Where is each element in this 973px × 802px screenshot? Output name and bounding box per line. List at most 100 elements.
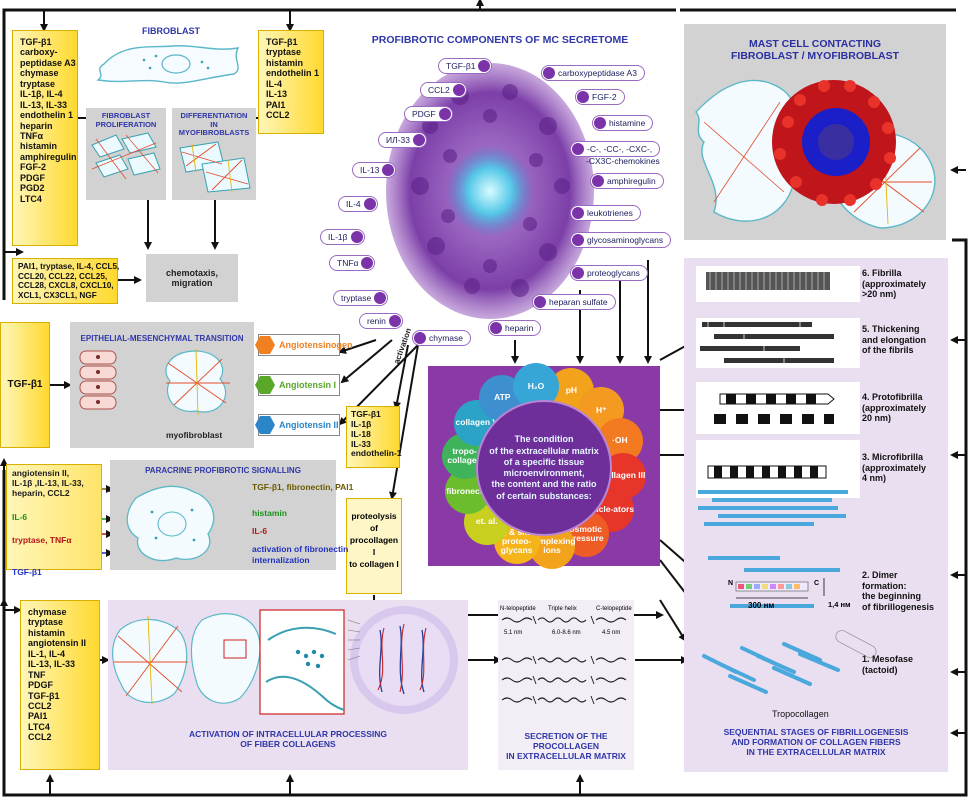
hexagon-icon	[255, 376, 275, 394]
top-right-item: endothelin 1	[266, 68, 320, 79]
cytokine-item: IL-33	[351, 438, 371, 449]
bottom-left-item: PDGF	[28, 680, 54, 691]
bottom-left-item: TNF	[28, 669, 46, 680]
top-left-item: TNFα	[20, 130, 44, 141]
stage-label: 6. Fibrilla(approximately>20 nm)	[862, 268, 926, 300]
secretome-pill-right: -CX3C-chemokines	[570, 154, 667, 170]
stage-label-line: (approximately	[862, 402, 927, 413]
ecm-petal-label: ·OH	[612, 435, 628, 446]
angiotensin-tag: Angiotensin I	[255, 374, 340, 396]
emt-title: EPITHELIAL-MESENCHYMAL TRANSITION	[80, 334, 244, 343]
intracellular-processing-illustration	[112, 606, 458, 715]
ecm-petal-label: collagen III	[601, 470, 646, 481]
secretome-pill-label: IL-4	[346, 199, 361, 209]
myofibroblast-illustration	[179, 141, 251, 193]
ecm-petal-label: et. al.	[475, 516, 498, 527]
fibrillogenesis-caption: SEQUENTIAL STAGES OF FIBRILLOGENESIS AND…	[684, 727, 948, 757]
cytokine-item: IL-18	[351, 428, 371, 439]
secretome-pill-left: tryptase	[333, 290, 389, 306]
differentiation-caption: DIFFERENTIATION IN MYOFIBROBLASTS	[178, 111, 250, 138]
pill-dot-icon	[412, 134, 425, 146]
pill-dot-icon	[361, 257, 374, 269]
top-left-item: PDGF	[20, 172, 46, 183]
ecm-petal-label: H⁺	[595, 404, 607, 415]
stage-label-line: 3. Microfibrilla	[862, 452, 924, 462]
top-right-item: histamin	[266, 57, 304, 68]
n-telopeptide-label: N-telopeptide	[500, 606, 536, 612]
secretome-pill-right: -C-, -CC-, -CXC-,	[570, 141, 661, 157]
top-left-item: amphiregulin	[20, 151, 77, 162]
procollagen-caption: SECRETION OF THE PROCOLLAGEN IN EXTRACEL…	[498, 731, 634, 761]
activation-caption-line-2: OF FIBER COLLAGENS	[240, 738, 336, 749]
helix-size: 6.0-8.6 nm	[552, 630, 581, 636]
secretome-pill-right: leukotrienes	[570, 205, 641, 221]
pill-dot-icon	[350, 231, 363, 243]
secretome-pill-right: FGF-2	[575, 89, 625, 105]
pill-dot-icon	[438, 108, 451, 120]
pill-dot-icon	[594, 117, 606, 129]
ecm-center-line: microenvironment,	[503, 468, 585, 478]
dimer-n-label: N	[728, 580, 734, 587]
paracrine-title: PARACRINE PROFIBROTIC SIGNALLING	[145, 466, 301, 475]
secretome-title: PROFIBROTIC COMPONENTS OF MC SECRETOME	[371, 34, 629, 46]
pill-dot-icon	[452, 84, 465, 96]
angiotensin-tag: Angiotensin II	[255, 414, 340, 436]
top-left-item: peptidase A3	[20, 57, 76, 68]
pill-dot-icon	[572, 207, 584, 219]
chemotaxis-item: CCL28, CXCL8, CXCL10,	[18, 281, 114, 291]
pill-dot-icon	[572, 143, 584, 155]
secretome-pill-label: chymase	[429, 333, 464, 343]
paracrine-panel: PARACRINE PROFIBROTIC SIGNALLING TGF-β1,…	[110, 460, 353, 570]
secretome-pill-left: TGF-β1	[438, 58, 493, 74]
top-right-item: IL-4	[266, 78, 283, 89]
ecm-petal-label: fibronectin	[446, 486, 491, 496]
paracrine-input-item: TGF-β1	[12, 567, 42, 578]
intracellular-processing-panel: ACTIVATION OF INTRACELLULAR PROCESSING O…	[108, 600, 468, 770]
stage-label: 1. Mesofase(tactoid)	[862, 654, 913, 675]
top-left-item: FGF-2	[20, 162, 46, 173]
top-left-item: endothelin 1	[20, 110, 74, 121]
mast-cell-contact-title-2: FIBROBLAST / MYOFIBROBLAST	[731, 50, 899, 62]
mast-cell-illustration	[386, 63, 594, 319]
secretome-pill-right: histamine	[592, 115, 654, 131]
stage-label-line: and elongation	[862, 334, 926, 345]
procollagen-caption-line-2: IN EXTRACELLULAR MATRIX	[506, 750, 626, 761]
pill-dot-icon	[534, 296, 546, 308]
secretome-pill-label: FGF-2	[592, 92, 617, 102]
secretome-pill-label: leukotrienes	[587, 208, 633, 218]
c-telo-size: 4.5 nm	[602, 630, 621, 636]
secretome-pill-left: IL-1β	[320, 229, 365, 245]
pill-dot-icon	[543, 67, 555, 79]
mast-cell-contact-title-1: MAST CELL CONTACTING	[748, 38, 882, 50]
ecm-petal-label: tropo-collagen	[447, 446, 482, 466]
angiotensin-tag: Angiotensinogen	[255, 334, 353, 356]
paracrine-input-item: IL-6	[12, 511, 28, 522]
ecm-petal-label: nucle-ators	[588, 503, 635, 514]
cytokine-item: IL-1β	[351, 418, 372, 429]
stage-label-line: 5. Thickening	[862, 324, 920, 334]
stage-label-line: 4. Protofibrilla	[862, 392, 923, 402]
secretome-pill-label: PDGF	[412, 109, 436, 119]
c-telopeptide-label: C-telopeptide	[596, 606, 632, 612]
paracrine-output-item: internalization	[252, 555, 310, 565]
pill-dot-icon	[592, 175, 604, 187]
secretome-pill-label: TGF-β1	[446, 61, 476, 71]
stage-label-line: >20 nm)	[862, 289, 897, 300]
activation-caption-line-1: ACTIVATION OF INTRACELLULAR PROCESSING	[188, 729, 387, 739]
fiber-caption-line-2: AND FORMATION OF COLLAGEN FIBERS	[731, 736, 901, 747]
tropocollagen-label: Tropocollagen	[772, 709, 829, 719]
ecm-petal-label: ATP	[494, 392, 511, 403]
stage-label-line: (approximately	[862, 278, 927, 289]
stage-label-line: (tactoid)	[862, 664, 898, 675]
secretome-pill-right: heparan sulfate	[532, 294, 616, 310]
bottom-left-item: histamin	[28, 627, 66, 638]
dimer-width-label: 1,4 нм	[828, 600, 851, 609]
paracrine-cell-illustration	[126, 485, 215, 562]
chemotaxis-mediator-list: PAI1, tryptase, IL-4, CCL5,CCL20, CCL22,…	[12, 258, 119, 304]
n-telo-size: 5.1 nm	[504, 630, 523, 636]
